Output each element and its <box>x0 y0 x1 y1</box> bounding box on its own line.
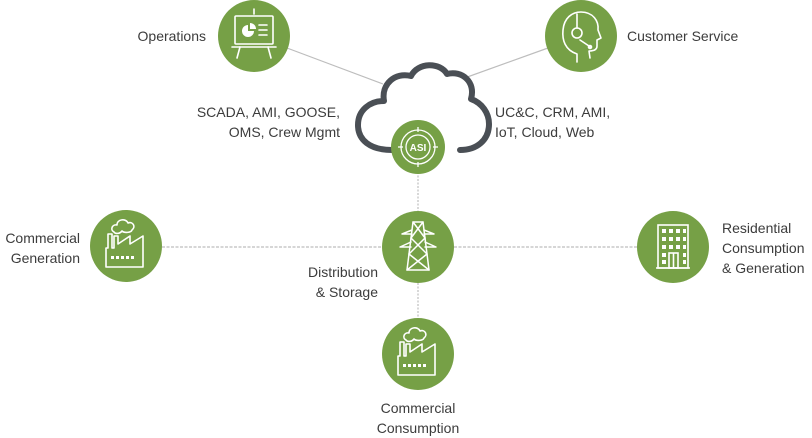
node-residential[interactable] <box>637 211 709 283</box>
label-distribution-storage: Distribution & Storage <box>280 262 378 302</box>
label-line: IoT, Cloud, Web <box>495 124 595 140</box>
label-residential: Residential Consumption & Generation <box>722 218 805 278</box>
label-line: Consumption <box>376 420 460 436</box>
edge-customer-service-asi <box>458 47 549 81</box>
label-line: Generation <box>10 250 80 266</box>
asi-hub-node[interactable]: ASI <box>391 120 445 174</box>
asi-badge-text: ASI <box>410 143 427 154</box>
connectors <box>162 47 637 318</box>
node-commercial-consumption[interactable] <box>382 318 454 390</box>
asi-target-icon <box>398 127 438 167</box>
label-line: Residential <box>722 220 792 236</box>
label-line: Customer Service <box>627 28 739 44</box>
label-line: Operations <box>137 28 206 44</box>
factory-icon <box>397 327 436 376</box>
node-distribution-storage[interactable] <box>382 211 454 283</box>
node-operations[interactable] <box>218 0 290 72</box>
label-line: & Storage <box>315 284 378 300</box>
hub-right-protocols: UC&C, CRM, AMI, IoT, Cloud, Web <box>495 102 610 142</box>
apartment-building-icon <box>656 224 690 269</box>
presentation-board-icon <box>231 8 277 59</box>
label-customer-service: Customer Service <box>627 26 738 46</box>
factory-icon <box>105 219 144 268</box>
cloud-icon <box>355 62 492 153</box>
label-line: UC&C, CRM, AMI, <box>495 104 611 120</box>
label-line: & Generation <box>722 260 805 276</box>
transmission-tower-icon <box>399 221 437 271</box>
label-operations: Operations <box>110 26 206 46</box>
label-line: OMS, Crew Mgmt <box>228 124 340 140</box>
headset-agent-icon <box>562 11 602 63</box>
node-commercial-generation[interactable] <box>90 210 162 282</box>
node-customer-service[interactable] <box>545 0 617 72</box>
edge-operations-asi <box>286 47 384 85</box>
hub-left-protocols: SCADA, AMI, GOOSE, OMS, Crew Mgmt <box>180 102 340 142</box>
label-commercial-consumption: Commercial Consumption <box>358 398 478 438</box>
label-line: SCADA, AMI, GOOSE, <box>196 104 340 120</box>
label-line: Commercial <box>5 230 80 246</box>
label-line: Commercial <box>380 400 456 416</box>
label-commercial-generation: Commercial Generation <box>0 228 80 268</box>
label-line: Distribution <box>307 264 378 280</box>
label-line: Consumption <box>722 240 805 256</box>
